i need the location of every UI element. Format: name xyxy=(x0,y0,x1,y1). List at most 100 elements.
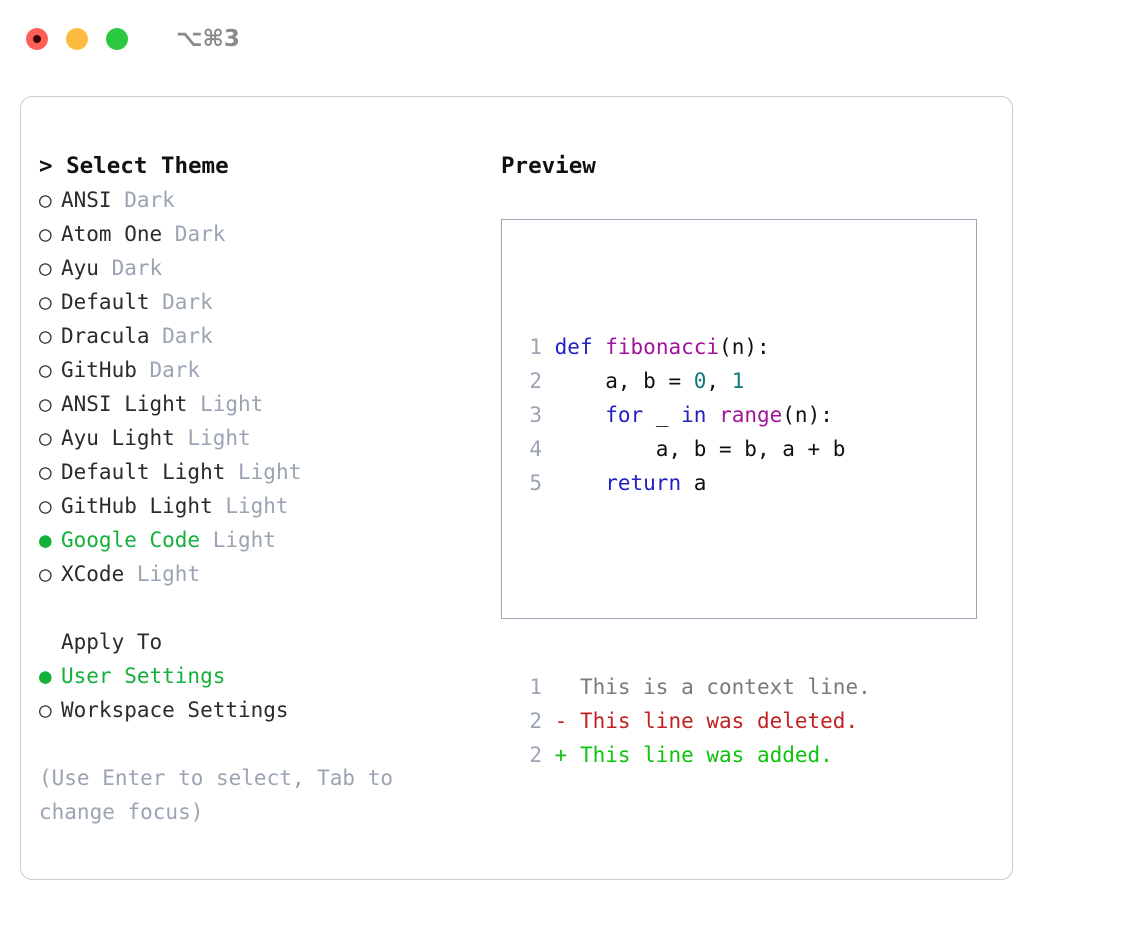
hint-spacer xyxy=(39,727,469,761)
code-line: 2 a, b = 0, 1 xyxy=(518,364,871,398)
code-token xyxy=(555,471,606,495)
radio-unselected-icon: ○ xyxy=(39,222,52,246)
theme-kind-badge: Light xyxy=(225,460,302,484)
minimize-button[interactable] xyxy=(66,28,88,50)
theme-kind-badge: Light xyxy=(212,494,289,518)
list-spacer xyxy=(39,591,469,625)
code-token xyxy=(706,403,719,427)
code-token: _ xyxy=(643,403,682,427)
theme-name: Google Code xyxy=(61,528,201,552)
radio-unselected-icon: ○ xyxy=(39,188,52,212)
code-token: for xyxy=(605,403,644,427)
theme-list[interactable]: ○ANSI Dark○Atom One Dark○Ayu Dark○Defaul… xyxy=(39,183,469,591)
select-theme-header: > Select Theme xyxy=(39,153,229,179)
code-line: 3 for _ in range(n): xyxy=(518,398,871,432)
radio-unselected-icon: ○ xyxy=(39,358,52,382)
window-controls xyxy=(26,28,128,50)
code-token: return xyxy=(605,471,682,495)
code-line: 4 a, b = b, a + b xyxy=(518,432,871,466)
theme-name: ANSI Light xyxy=(61,392,188,416)
theme-option-github[interactable]: ○ GitHub Dark xyxy=(39,353,469,387)
diff-line: 1 This is a context line. xyxy=(518,670,871,704)
radio-unselected-icon: ○ xyxy=(39,290,52,314)
theme-selection-panel: > Select Theme ○ANSI Dark○Atom One Dark○… xyxy=(39,149,469,829)
theme-option-default-light[interactable]: ○Default Light Light xyxy=(39,455,469,489)
apply-to-option-user-settings[interactable]: ● User Settings xyxy=(39,659,469,693)
radio-unselected-icon: ○ xyxy=(39,562,52,586)
theme-option-ansi-light[interactable]: ○ANSI Light Light xyxy=(39,387,469,421)
code-token xyxy=(555,403,606,427)
keyboard-shortcut-label: ⌥⌘3 xyxy=(176,26,240,52)
theme-name: ANSI xyxy=(61,188,112,212)
zoom-button[interactable] xyxy=(106,28,128,50)
radio-unselected-icon: ○ xyxy=(39,392,52,416)
code-token: def xyxy=(554,335,593,359)
radio-unselected-icon: ○ xyxy=(39,256,52,280)
theme-kind-badge: Dark xyxy=(136,358,201,382)
apply-to-option-workspace-settings[interactable]: ○ Workspace Settings xyxy=(39,693,469,727)
radio-unselected-icon: ○ xyxy=(39,324,52,348)
theme-option-dracula[interactable]: ○ Dracula Dark xyxy=(39,319,469,353)
theme-kind-badge: Light xyxy=(200,528,276,552)
diff-line: 2 - This line was deleted. xyxy=(518,704,871,738)
radio-selected-icon: ● xyxy=(39,664,52,688)
code-diff-gap xyxy=(518,568,871,602)
diff-text: + This line was added. xyxy=(554,743,833,767)
theme-option-ayu[interactable]: ○ Ayu Dark xyxy=(39,251,469,285)
theme-option-default[interactable]: ○ Default Dark xyxy=(39,285,469,319)
line-number: 4 xyxy=(529,437,542,461)
theme-name: Ayu Light xyxy=(61,426,175,450)
line-number: 2 xyxy=(529,709,542,733)
diff-text: This is a context line. xyxy=(554,675,871,699)
preview-panel: Preview 1 def fibonacci(n):2 a, b = 0, 1… xyxy=(501,149,991,767)
code-token: a, b = xyxy=(554,369,694,393)
theme-name: GitHub Light xyxy=(61,494,213,518)
theme-option-github-light[interactable]: ○GitHub Light Light xyxy=(39,489,469,523)
diff-block: 1 This is a context line.2 - This line w… xyxy=(518,670,871,772)
code-token: (n): xyxy=(719,335,770,359)
code-token: fibonacci xyxy=(605,335,720,359)
theme-option-xcode[interactable]: ○XCode Light xyxy=(39,557,469,591)
theme-name: Atom One xyxy=(61,222,163,246)
code-token: 1 xyxy=(731,369,745,393)
theme-name: Ayu xyxy=(61,256,99,280)
theme-kind-badge: Dark xyxy=(149,324,213,348)
theme-kind-badge: Dark xyxy=(149,290,213,314)
apply-to-name: Workspace Settings xyxy=(61,698,289,722)
theme-name: Default xyxy=(61,290,150,314)
theme-option-atom-one[interactable]: ○ Atom One Dark xyxy=(39,217,469,251)
line-number: 1 xyxy=(529,675,542,699)
theme-option-google-code[interactable]: ●Google Code Light xyxy=(39,523,469,557)
code-token: , xyxy=(706,369,732,393)
diff-text: - This line was deleted. xyxy=(554,709,859,733)
close-button[interactable] xyxy=(26,28,48,50)
theme-kind-badge: Dark xyxy=(162,222,226,246)
theme-name: Dracula xyxy=(61,324,150,348)
theme-name: Default Light xyxy=(61,460,226,484)
code-token: range xyxy=(719,403,783,427)
theme-option-ansi[interactable]: ○ANSI Dark xyxy=(39,183,469,217)
line-number: 2 xyxy=(529,743,542,767)
theme-kind-badge: Dark xyxy=(98,256,163,280)
line-number: 2 xyxy=(529,369,542,393)
apply-to-list[interactable]: ● User Settings ○ Workspace Settings xyxy=(39,659,469,727)
radio-unselected-icon: ○ xyxy=(39,426,52,450)
keyboard-hint: (Use Enter to select, Tab to change focu… xyxy=(39,766,394,824)
theme-name: GitHub xyxy=(61,358,137,382)
code-token: a xyxy=(681,471,707,495)
code-line: 5 return a xyxy=(518,466,871,500)
line-number: 3 xyxy=(529,403,542,427)
theme-kind-badge: Light xyxy=(174,426,251,450)
theme-picker-window: > Select Theme ○ANSI Dark○Atom One Dark○… xyxy=(20,96,1013,880)
apply-to-name: User Settings xyxy=(61,664,226,688)
theme-option-ayu-light[interactable]: ○ Ayu Light Light xyxy=(39,421,469,455)
code-token: (n): xyxy=(782,403,833,427)
line-number: 5 xyxy=(529,471,542,495)
code-line: 1 def fibonacci(n): xyxy=(518,330,871,364)
radio-unselected-icon: ○ xyxy=(39,698,52,722)
code-token xyxy=(593,335,606,359)
code-token: 0 xyxy=(693,369,707,393)
